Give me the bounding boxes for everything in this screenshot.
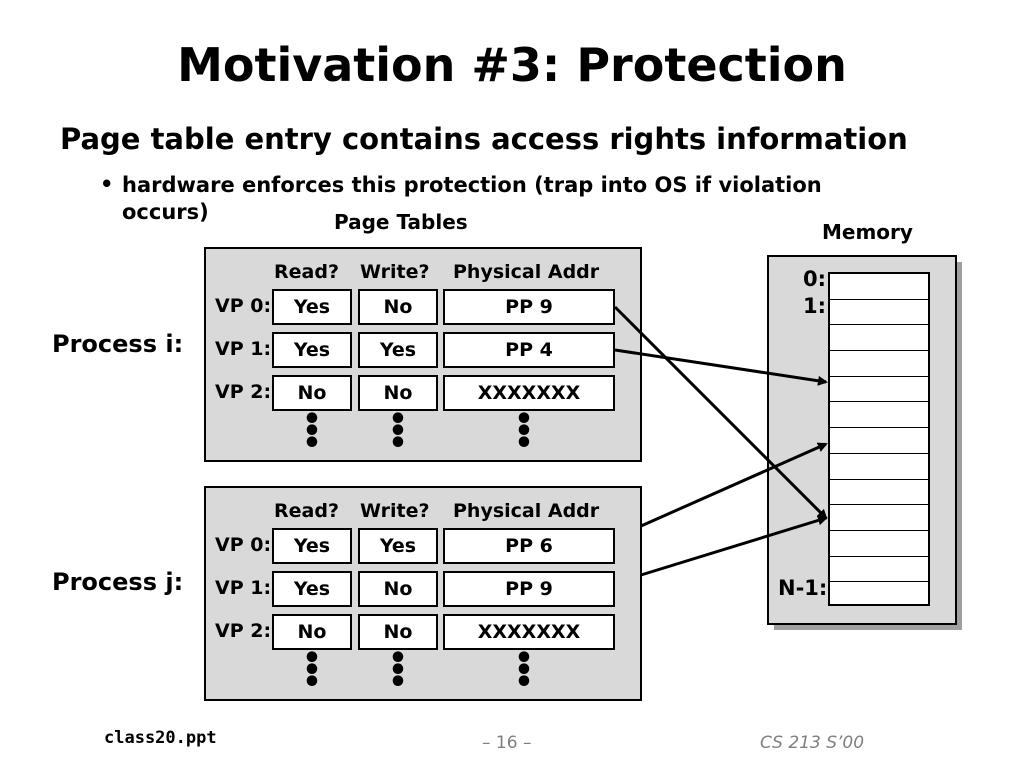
sub-bullet: hardware enforces this protection (trap … [122,173,822,224]
memory-frame-divider [830,298,928,300]
slide-title: Motivation #3: Protection [177,38,847,92]
memory-frame-divider [830,375,928,377]
footer-filename: class20.ppt [104,728,217,748]
memory-frame-divider [830,529,928,531]
addr-cell: PP 6 [443,528,615,564]
column-write-header: Write? [360,261,430,283]
memory-row-label-0: 0: [803,267,827,291]
page-tables-label: Page Tables [334,210,468,234]
column-addr-header: Physical Addr [453,500,600,522]
vp-label: VP 2: [215,620,272,642]
memory-frames [828,272,930,606]
main-bullet: Page table entry contains access rights … [60,122,908,156]
memory-frame-divider [830,581,928,583]
memory-label: Memory [822,220,913,244]
column-addr-header: Physical Addr [453,261,600,283]
memory-frame-divider [830,555,928,557]
addr-cell: XXXXXXX [443,614,615,650]
read-cell: Yes [272,289,352,325]
vp-label: VP 2: [215,381,272,403]
arrow-j-vp0-to-pp6 [640,442,828,528]
read-cell: No [272,375,352,411]
vp-label: VP 1: [215,577,272,599]
write-cell: No [358,375,438,411]
arrow-i-vp1-to-pp4 [614,348,828,386]
vp-label: VP 0: [215,295,272,317]
write-cell: No [358,614,438,650]
memory-frame-divider [830,504,928,506]
column-write-header: Write? [360,500,430,522]
write-cell: Yes [358,528,438,564]
addr-cell: PP 9 [443,289,615,325]
read-cell: Yes [272,332,352,368]
memory-row-label-1: 1: [803,294,827,318]
read-cell: Yes [272,571,352,607]
addr-cell: PP 4 [443,332,615,368]
memory-frame-divider [830,324,928,326]
write-cell: No [358,289,438,325]
vp-label: VP 0: [215,534,272,556]
addr-cell: PP 9 [443,571,615,607]
read-cell: Yes [272,528,352,564]
addr-cell: XXXXXXX [443,375,615,411]
process-i-label: Process i: [52,330,184,358]
arrow-i-vp0-to-pp9 [613,305,828,520]
process-j-label: Process j: [52,568,184,596]
write-cell: Yes [358,332,438,368]
column-read-header: Read? [274,500,339,522]
memory-frame-divider [830,350,928,352]
memory-frame-divider [830,478,928,480]
footer-page-number: – 16 – [482,733,532,753]
memory-frame-divider [830,401,928,403]
sub-bullet-marker: • [100,172,114,196]
write-cell: No [358,571,438,607]
arrow-j-vp1-to-pp9 [640,515,828,577]
column-read-header: Read? [274,261,339,283]
read-cell: No [272,614,352,650]
memory-row-label-last: N-1: [778,576,828,600]
vp-label: VP 1: [215,338,272,360]
footer-course: CS 213 S’00 [760,733,865,753]
memory-frame-divider [830,452,928,454]
memory-frame-divider [830,427,928,429]
